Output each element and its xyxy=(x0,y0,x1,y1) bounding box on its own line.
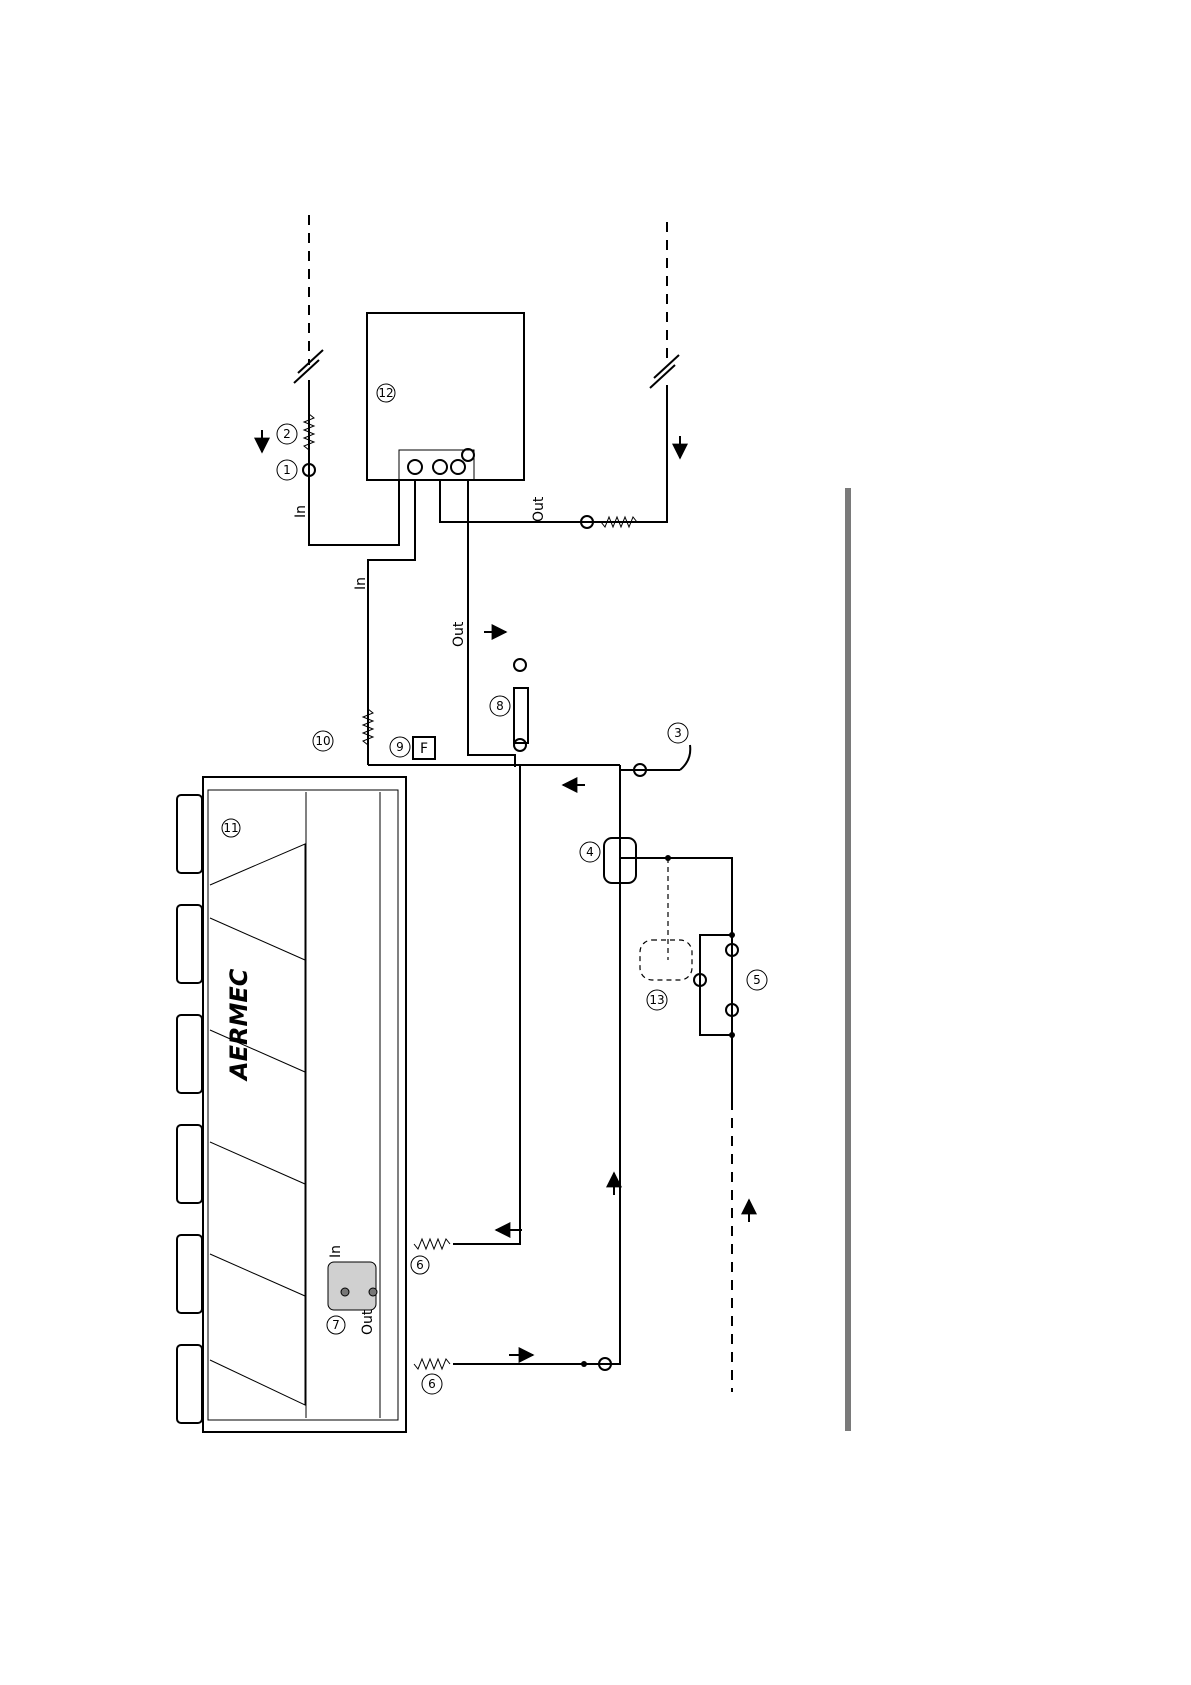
svg-text:11: 11 xyxy=(223,821,238,835)
out-label-top: Out xyxy=(531,496,547,522)
outdoor-unit: AERMEC 11 7 In Out xyxy=(177,777,406,1432)
expansion-tank xyxy=(640,940,692,980)
svg-text:2: 2 xyxy=(283,427,291,441)
svg-text:6: 6 xyxy=(416,1258,424,1272)
unit-in-label: In xyxy=(328,1245,344,1258)
svg-text:9: 9 xyxy=(396,740,404,754)
terminal-unit: 12 xyxy=(367,313,524,480)
pipe-network: F xyxy=(294,215,738,1392)
unit-out-label: Out xyxy=(360,1309,376,1335)
svg-text:13: 13 xyxy=(649,993,664,1007)
brand-logo: AERMEC xyxy=(225,968,253,1082)
accessory-module xyxy=(328,1262,376,1310)
svg-text:1: 1 xyxy=(283,463,291,477)
svg-text:5: 5 xyxy=(753,973,761,987)
svg-text:3: 3 xyxy=(674,726,682,740)
svg-text:8: 8 xyxy=(496,699,504,713)
svg-text:6: 6 xyxy=(428,1377,436,1391)
svg-text:4: 4 xyxy=(586,845,594,859)
callout-numbers: 1 2 3 4 5 6 8 9 10 13 6 xyxy=(277,424,767,1394)
svg-text:12: 12 xyxy=(378,386,393,400)
in-label-mid: In xyxy=(353,577,369,590)
in-label-top: In xyxy=(293,505,309,518)
svg-text:F: F xyxy=(420,741,428,757)
svg-text:7: 7 xyxy=(332,1318,340,1332)
flow-arrows xyxy=(262,430,749,1355)
filter xyxy=(514,688,528,743)
out-label-mid: Out xyxy=(451,621,467,647)
margin-bar xyxy=(845,488,851,1431)
svg-text:10: 10 xyxy=(315,734,330,748)
fan-row xyxy=(177,795,202,1423)
